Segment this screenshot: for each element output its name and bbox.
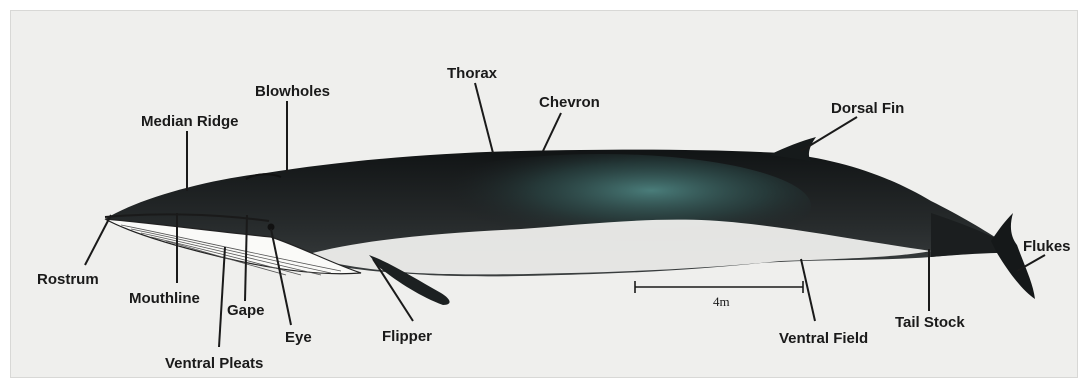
leader-thorax (475, 83, 493, 153)
label-ventral-field: Ventral Field (779, 330, 868, 347)
label-flukes: Flukes (1023, 238, 1071, 255)
label-median-ridge: Median Ridge (141, 113, 239, 130)
leader-chevron (543, 113, 561, 151)
label-dorsal-fin: Dorsal Fin (831, 100, 904, 117)
scale-bar (635, 281, 803, 293)
diagram-frame: 4m Rostrum Median Ridge Blowholes Thorax… (10, 10, 1078, 378)
leader-rostrum (85, 215, 111, 265)
whale-diagram: 4m Rostrum Median Ridge Blowholes Thorax… (10, 10, 1078, 378)
label-eye: Eye (285, 329, 312, 346)
label-chevron: Chevron (539, 94, 600, 111)
label-blowholes: Blowholes (255, 83, 330, 100)
label-ventral-pleats: Ventral Pleats (165, 355, 263, 372)
label-tail-stock: Tail Stock (895, 314, 965, 331)
label-mouthline: Mouthline (129, 290, 200, 307)
leader-dorsal-fin (801, 117, 857, 151)
label-thorax: Thorax (447, 65, 498, 82)
leader-ventral-pleats (219, 247, 225, 347)
label-flipper: Flipper (382, 328, 432, 345)
label-rostrum: Rostrum (37, 271, 99, 288)
flukes-shape (991, 213, 1035, 299)
label-gape: Gape (227, 302, 265, 319)
scale-bar-label: 4m (713, 294, 730, 309)
